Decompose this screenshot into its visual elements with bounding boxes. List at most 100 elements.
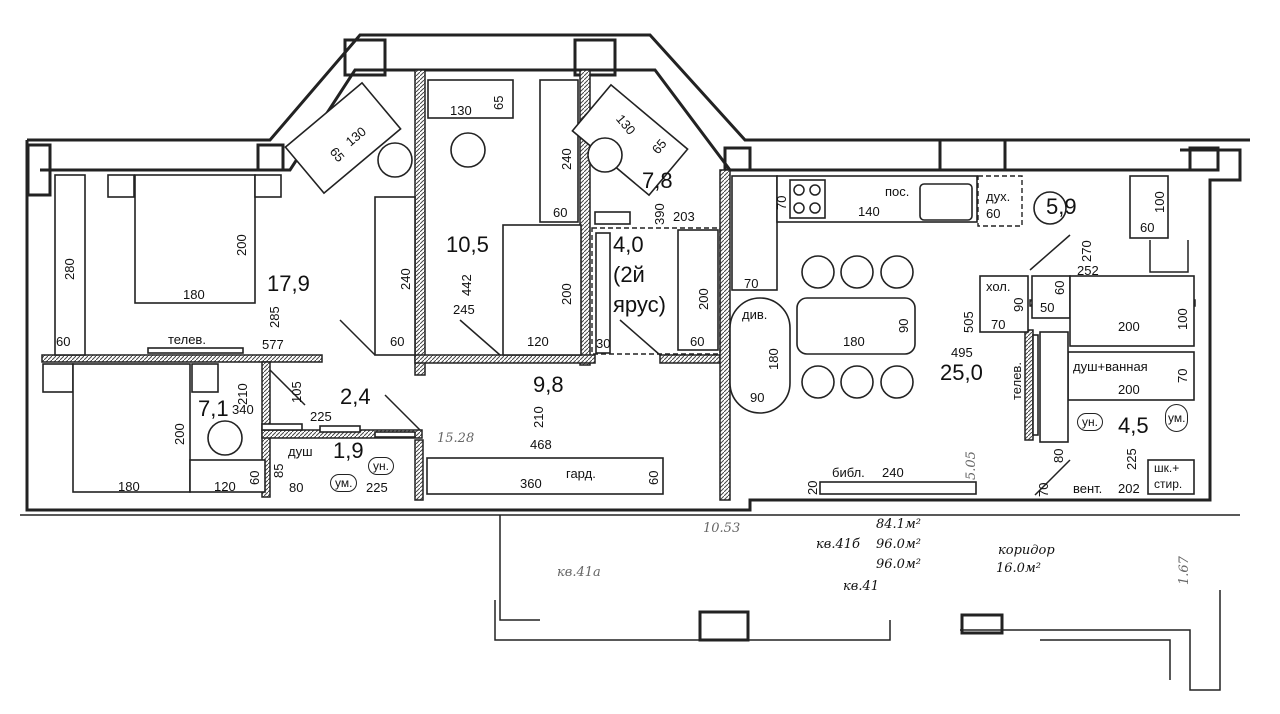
dim-label: 60 xyxy=(247,470,262,485)
dim-label: 180 xyxy=(766,348,781,370)
dim-label: 270 xyxy=(1079,240,1094,262)
laundry-label-2: стир. xyxy=(1154,477,1183,491)
room-area-hall: 9,8 xyxy=(533,372,564,397)
dim-label: 80 xyxy=(1051,448,1066,463)
dim-label: 340 xyxy=(232,402,254,417)
dim-label: 60 xyxy=(1140,220,1155,235)
dim-label: 100 xyxy=(1175,308,1190,330)
dim-label: 225 xyxy=(1124,448,1139,470)
annotation-841: 84.1м² xyxy=(876,517,921,532)
dim-label: 140 xyxy=(858,204,880,219)
dim-label: 30 xyxy=(596,336,611,351)
room-area-hall-small: 2,4 xyxy=(340,384,371,409)
dim-label: 210 xyxy=(531,406,546,428)
room-area-bedroom-small: 7,1 xyxy=(198,396,229,421)
dim-label: 200 xyxy=(1118,382,1140,397)
room-area-shower-small: 1,9 xyxy=(333,438,364,463)
dim-label: 200 xyxy=(172,423,187,445)
dim-label: 90 xyxy=(1011,297,1026,312)
annotation-960b: 96.0м² xyxy=(876,557,921,572)
dim-label: 70 xyxy=(1175,368,1190,383)
dim-label: 280 xyxy=(62,258,77,280)
dim-label: 130 xyxy=(450,103,472,118)
room-area-bedroom-main: 17,9 xyxy=(267,271,310,296)
dim-label: 70 xyxy=(991,317,1006,332)
dim-label: 60 xyxy=(56,334,71,349)
dim-label: 200 xyxy=(234,234,249,256)
dim-label: 240 xyxy=(882,465,904,480)
dim-label: 285 xyxy=(267,306,282,328)
apt-41-label: кв.41 xyxy=(843,579,880,594)
corridor-label: коридор xyxy=(998,543,1055,558)
dim-label: 240 xyxy=(559,148,574,170)
library-label: библ. xyxy=(832,465,865,480)
corridor-area: 16.0м² xyxy=(996,561,1041,576)
annotation-167: 1.67 xyxy=(1177,556,1192,585)
oven-label: дух. xyxy=(986,189,1011,204)
dim-label: 360 xyxy=(520,476,542,491)
annotation-1053: 10.53 xyxy=(703,521,741,536)
mezzanine-note-1: (2й xyxy=(613,262,645,287)
dim-label: 120 xyxy=(527,334,549,349)
dim-label: 60 xyxy=(646,470,661,485)
dim-label: 225 xyxy=(310,409,332,424)
toilet-icon: ун. xyxy=(368,457,394,476)
dim-label: 60 xyxy=(390,334,405,349)
dim-label: 105 xyxy=(289,381,304,403)
room-area-bay: 7,8 xyxy=(642,168,673,193)
mezzanine-note-2: ярус) xyxy=(613,292,666,317)
dim-label: 180 xyxy=(118,479,140,494)
sink-icon: ум. xyxy=(1165,404,1189,433)
dim-label: 203 xyxy=(673,209,695,224)
dim-label: 505 xyxy=(961,311,976,333)
room-area-bathroom: 4,5 xyxy=(1118,413,1149,438)
dim-label: 245 xyxy=(453,302,475,317)
shower-bath-label: душ+ванная xyxy=(1073,359,1148,374)
room-area-living: 25,0 xyxy=(940,360,983,385)
dim-label: 495 xyxy=(951,345,973,360)
dim-label: 200 xyxy=(696,288,711,310)
dim-label: 85 xyxy=(271,463,286,478)
vent-label: вент. xyxy=(1073,481,1103,496)
wardrobe-label: гард. xyxy=(566,466,596,481)
dim-label: 60 xyxy=(1052,280,1067,295)
sofa-label: див. xyxy=(742,307,768,322)
room-area-mezzanine: 4,0 xyxy=(613,232,644,257)
room-area-center: 10,5 xyxy=(446,232,489,257)
dim-label: 252 xyxy=(1077,263,1099,278)
dim-label: 577 xyxy=(262,337,284,352)
dim-label: 468 xyxy=(530,437,552,452)
dim-label: 225 xyxy=(366,480,388,495)
dim-label: 390 xyxy=(652,203,667,225)
dim-label: 20 xyxy=(805,480,820,495)
toilet-icon: ун. xyxy=(1077,413,1103,432)
dim-label: 65 xyxy=(491,95,506,110)
annotation-505: 5.05 xyxy=(964,451,979,480)
dim-label: 70 xyxy=(1036,482,1051,497)
sink-icon: ум. xyxy=(330,474,358,493)
dim-label: 200 xyxy=(559,283,574,305)
dim-label: 90 xyxy=(896,318,911,333)
fridge-label: хол. xyxy=(986,279,1011,294)
apt-41a-label: кв.41а xyxy=(557,565,601,580)
room-area-kitchen: 5,9 xyxy=(1046,194,1077,219)
annotation-1528: 15.28 xyxy=(437,431,475,446)
dim-label: 240 xyxy=(398,268,413,290)
tv-label: телев. xyxy=(1009,362,1024,400)
dim-label: 180 xyxy=(843,334,865,349)
dim-label: 180 xyxy=(183,287,205,302)
dim-label: 70 xyxy=(774,195,789,210)
dim-label: 90 xyxy=(750,390,765,405)
tv-label: телев. xyxy=(168,332,206,347)
dim-label: 60 xyxy=(553,205,568,220)
dim-label: 202 xyxy=(1118,481,1140,496)
dim-label: 70 xyxy=(744,276,759,291)
apt-41b-label: кв.41б xyxy=(816,537,860,552)
dim-label: 120 xyxy=(214,479,236,494)
furniture xyxy=(42,79,1195,495)
dim-label: 442 xyxy=(459,274,474,296)
dim-label: 200 xyxy=(1118,319,1140,334)
dim-label: 60 xyxy=(986,206,1001,221)
laundry-label-1: шк.+ xyxy=(1154,461,1180,475)
